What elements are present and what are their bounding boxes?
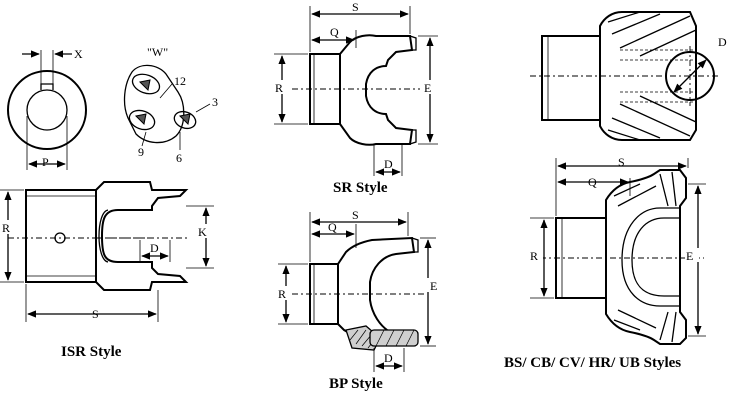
dim-p-label: P xyxy=(42,155,49,169)
sr-dim-r: R xyxy=(275,81,283,95)
bs-end-hub xyxy=(541,35,601,121)
bp-fork xyxy=(337,236,416,336)
w-label: "W" xyxy=(147,45,168,59)
keyway xyxy=(40,83,54,90)
end-view: X P xyxy=(7,47,87,170)
bs-dim-r: R xyxy=(530,249,538,263)
sr-dim-s: S xyxy=(352,0,359,14)
isr-dim-s: S xyxy=(92,307,99,321)
isr-dim-r: R xyxy=(2,221,10,235)
bs-end-dim-d: D xyxy=(718,35,727,49)
isr-hub xyxy=(25,189,97,283)
bs-dim-q: Q xyxy=(588,175,597,189)
bp-dim-e: E xyxy=(430,279,437,293)
sr-style-drawing: R S Q E D xyxy=(274,0,438,176)
bp-dim-d: D xyxy=(384,351,393,365)
clock-9-label: 9 xyxy=(138,145,144,159)
clock-6-label: 6 xyxy=(176,151,182,165)
bs-dim-s: S xyxy=(618,155,625,169)
isr-dim-k: K xyxy=(198,225,207,239)
bs-body xyxy=(605,169,687,345)
w-orientation-view: "W" 12 3 6 9 xyxy=(123,45,218,165)
isr-style-title: ISR Style xyxy=(61,344,122,360)
bp-dim-q: Q xyxy=(328,220,337,234)
sr-dim-q: Q xyxy=(330,25,339,39)
clock-12-label: 12 xyxy=(174,74,186,88)
sr-style-title: SR Style xyxy=(333,180,388,196)
clock-3-label: 3 xyxy=(212,95,218,109)
bs-end-view: D xyxy=(530,11,727,141)
isr-style-drawing: R K D S xyxy=(0,181,214,322)
isr-dim-d: D xyxy=(150,241,159,255)
bp-dim-s: S xyxy=(352,208,359,222)
isr-fork xyxy=(95,181,189,291)
sr-fork xyxy=(339,34,414,146)
bp-style-title: BP Style xyxy=(329,376,383,392)
bp-dim-r: R xyxy=(278,287,286,301)
bs-style-title: BS/ CB/ CV/ HR/ UB Styles xyxy=(504,355,681,371)
w-view-outline xyxy=(123,64,185,144)
end-view-bore xyxy=(26,89,68,131)
end-view-outer-circle xyxy=(7,70,87,150)
sr-dim-d: D xyxy=(384,157,393,171)
bp-style-drawing: R S Q E D xyxy=(277,208,440,372)
bs-style-drawing: R S Q E xyxy=(529,155,706,345)
bs-dim-e: E xyxy=(686,249,693,263)
dim-x-label: X xyxy=(74,47,83,61)
sr-dim-e: E xyxy=(424,81,431,95)
